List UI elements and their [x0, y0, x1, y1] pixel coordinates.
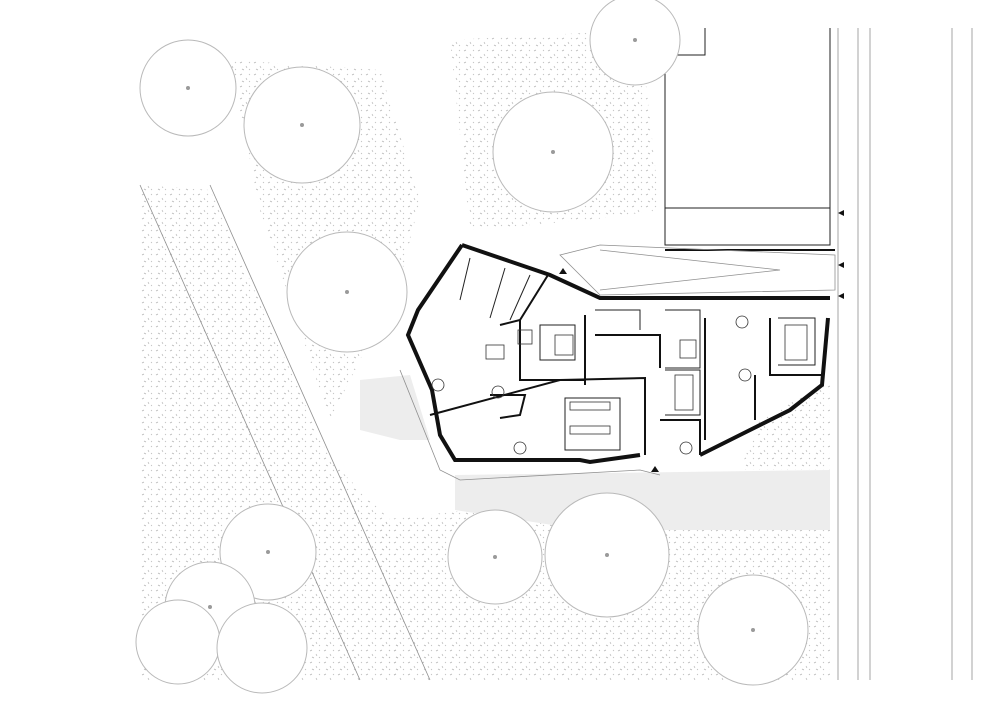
entrance-markers — [559, 210, 844, 472]
tree-canopy — [216, 602, 308, 694]
building-floor-plan — [399, 210, 844, 481]
tree-trunk — [186, 86, 190, 90]
partition — [778, 317, 816, 366]
table — [674, 374, 694, 411]
door-swing — [738, 368, 752, 382]
tree-trunk — [493, 555, 497, 559]
planting-area-east — [740, 380, 830, 470]
paving-south — [455, 470, 830, 530]
partition — [665, 309, 701, 369]
tree-trunk — [551, 150, 555, 154]
wing-wall — [499, 274, 549, 326]
stair — [679, 339, 697, 359]
room-wall-2 — [559, 376, 646, 455]
trees — [135, 0, 809, 694]
door-swing — [431, 378, 445, 392]
entrance-arrow — [838, 210, 844, 216]
door-swing — [513, 441, 527, 455]
room-wall-6 — [660, 419, 701, 455]
tree-trunk — [605, 553, 609, 557]
entrance-arrow — [838, 293, 844, 299]
neighbour-outline — [664, 28, 831, 209]
partition — [595, 309, 641, 330]
entrance-arrow — [651, 466, 659, 472]
tree-trunk — [208, 605, 212, 609]
partition — [459, 257, 531, 321]
site-boundary — [399, 369, 661, 481]
exterior-wall-west — [405, 243, 535, 462]
neighbour-annex — [664, 208, 831, 246]
neighbouring-building — [664, 28, 835, 251]
stair — [554, 334, 574, 356]
entrance-arrow — [838, 262, 844, 268]
core-wall-3 — [595, 334, 661, 368]
entrance-canopy — [559, 244, 836, 296]
sink — [485, 344, 505, 360]
toilet-cubicle — [517, 329, 533, 345]
partition — [564, 397, 621, 451]
door-swing — [491, 385, 505, 399]
door-swing — [679, 441, 693, 455]
planting-area-west — [140, 185, 400, 680]
canopy-ridge — [599, 249, 781, 291]
fixtures — [431, 315, 808, 455]
footpath-edge-left — [139, 184, 361, 681]
entrance-arrow — [559, 268, 567, 274]
tree-trunk — [345, 290, 349, 294]
tree-trunk — [751, 628, 755, 632]
tree-trunk — [300, 123, 304, 127]
exterior-wall-south — [535, 453, 641, 465]
exterior-wall-southeast — [699, 317, 830, 457]
footpath-edge-right — [209, 184, 431, 681]
tree-canopy — [589, 0, 681, 86]
door-swing — [735, 315, 749, 329]
partition — [539, 324, 576, 361]
kitchen-counter — [569, 401, 611, 411]
room-wall-1 — [490, 394, 527, 419]
street — [837, 28, 973, 680]
room-wall-4 — [769, 318, 822, 376]
kitchen-counter — [569, 425, 611, 435]
tree-canopy — [135, 599, 221, 685]
exterior-wall-north — [461, 243, 830, 300]
paving-areas — [360, 375, 830, 530]
shower — [784, 324, 808, 361]
tree-trunk — [266, 550, 270, 554]
footpath — [139, 184, 431, 681]
paving-west — [360, 375, 430, 440]
partition — [665, 369, 701, 416]
tree-trunk — [633, 38, 637, 42]
